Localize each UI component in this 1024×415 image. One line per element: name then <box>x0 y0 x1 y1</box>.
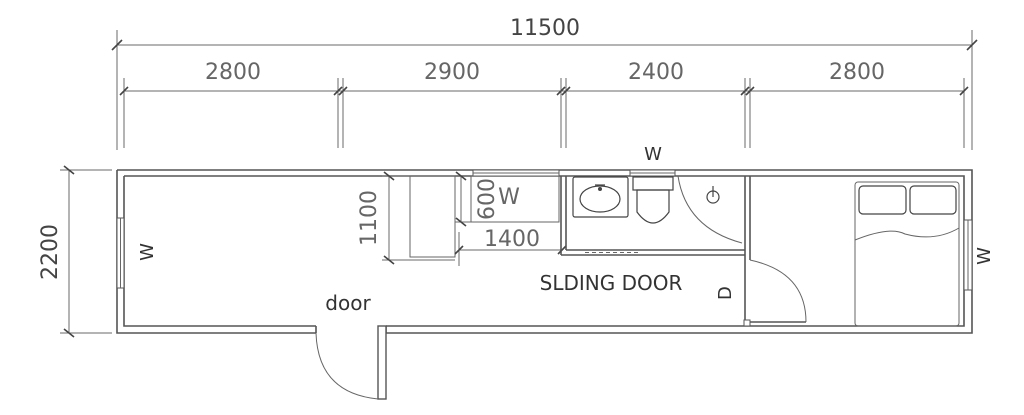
outer-walls <box>116 169 973 334</box>
kitchen-counter: 600 W 1400 <box>454 171 567 266</box>
segment-1-label: 2800 <box>205 60 261 85</box>
total-length-label: 11500 <box>510 16 580 41</box>
bed <box>854 181 960 327</box>
top-window-label: W <box>644 144 662 165</box>
entry-door: door <box>315 291 387 400</box>
overall-dimension: 11500 <box>111 16 978 150</box>
kitchen-window-label: W <box>498 185 520 210</box>
wardrobe: 1100 <box>357 171 456 265</box>
shower-drain-icon <box>706 186 720 204</box>
sliding-door-label: SLDING DOOR <box>540 271 683 295</box>
segment-3-label: 2400 <box>628 60 684 85</box>
counter-depth-label: 600 <box>475 178 500 220</box>
segment-2-label: 2900 <box>424 60 480 85</box>
left-window: W <box>116 217 158 289</box>
right-window-label: W <box>974 247 995 265</box>
cabinet-depth-label: 1100 <box>357 190 382 246</box>
door-d-label: D <box>715 286 736 300</box>
entry-door-label: door <box>325 291 371 315</box>
left-window-label: W <box>137 243 158 261</box>
right-window: W <box>963 219 995 291</box>
top-windows: W <box>472 144 676 177</box>
toilet-icon <box>632 176 674 224</box>
sink-icon <box>572 176 629 218</box>
segment-dimensions: 2800 2900 2400 2800 <box>119 60 969 148</box>
width-label: 2200 <box>38 224 63 280</box>
bedroom-door: D <box>715 255 807 327</box>
counter-length-label: 1400 <box>484 227 540 252</box>
bathroom <box>560 175 751 256</box>
width-dimension: 2200 <box>38 165 112 338</box>
segment-4-label: 2800 <box>829 60 885 85</box>
